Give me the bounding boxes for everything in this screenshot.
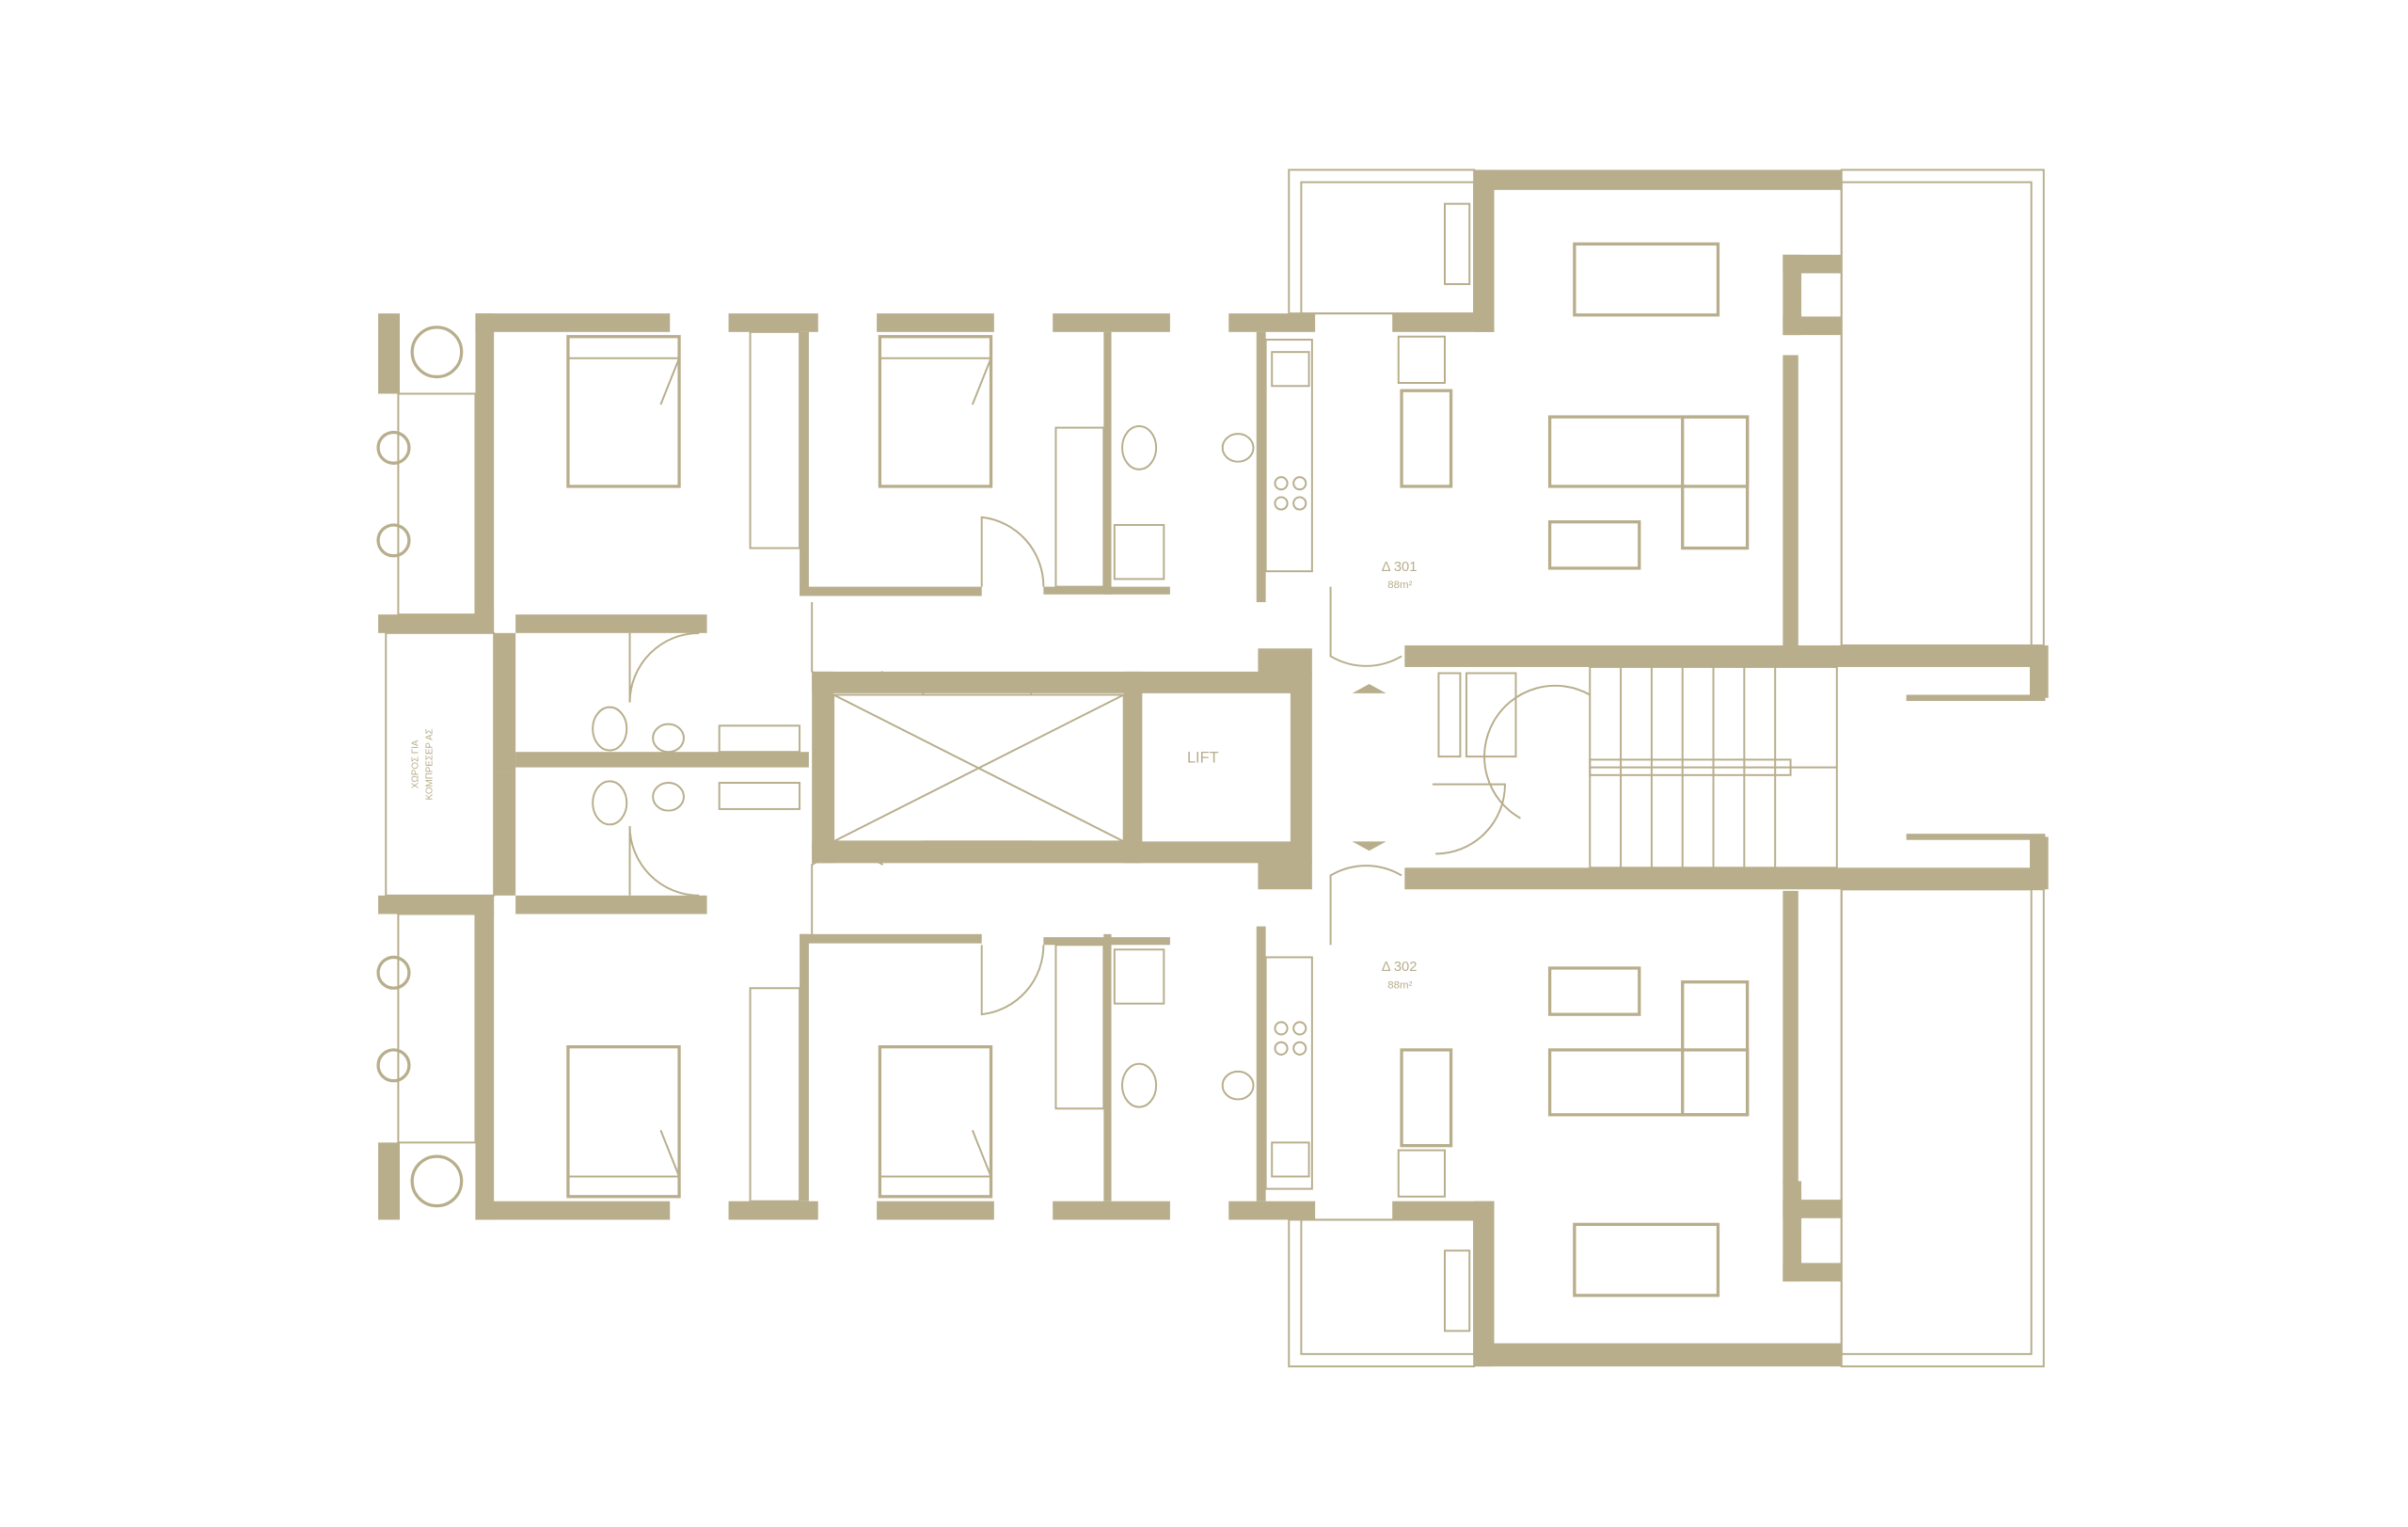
unit-301-label: Δ 301 [1382, 560, 1418, 575]
exterior-walls [378, 169, 2049, 1367]
terraces [385, 168, 2045, 1368]
unit-302-area: 88m² [1387, 979, 1412, 991]
plant-icons [376, 326, 464, 1208]
interior-walls [515, 330, 1313, 1202]
staircase [1437, 665, 1838, 869]
bathroom-fixtures [592, 424, 1255, 1108]
living-furniture [1397, 202, 1750, 1332]
kitchen-fixtures [1271, 351, 1310, 1178]
bedroom-furniture [566, 335, 993, 1199]
compressor-label-line2: ΚΟΜΠΡΕΣΕΡ ΑΣ [424, 728, 435, 800]
doors [628, 516, 1591, 1016]
unit-301-area: 88m² [1387, 580, 1412, 591]
lift-core [812, 648, 1386, 890]
lift-label: LIFT [1187, 750, 1219, 767]
unit-302-label: Δ 302 [1382, 960, 1418, 975]
compressor-label-line1: ΧΩΡΟΣ ΓΙΑ [411, 740, 421, 788]
